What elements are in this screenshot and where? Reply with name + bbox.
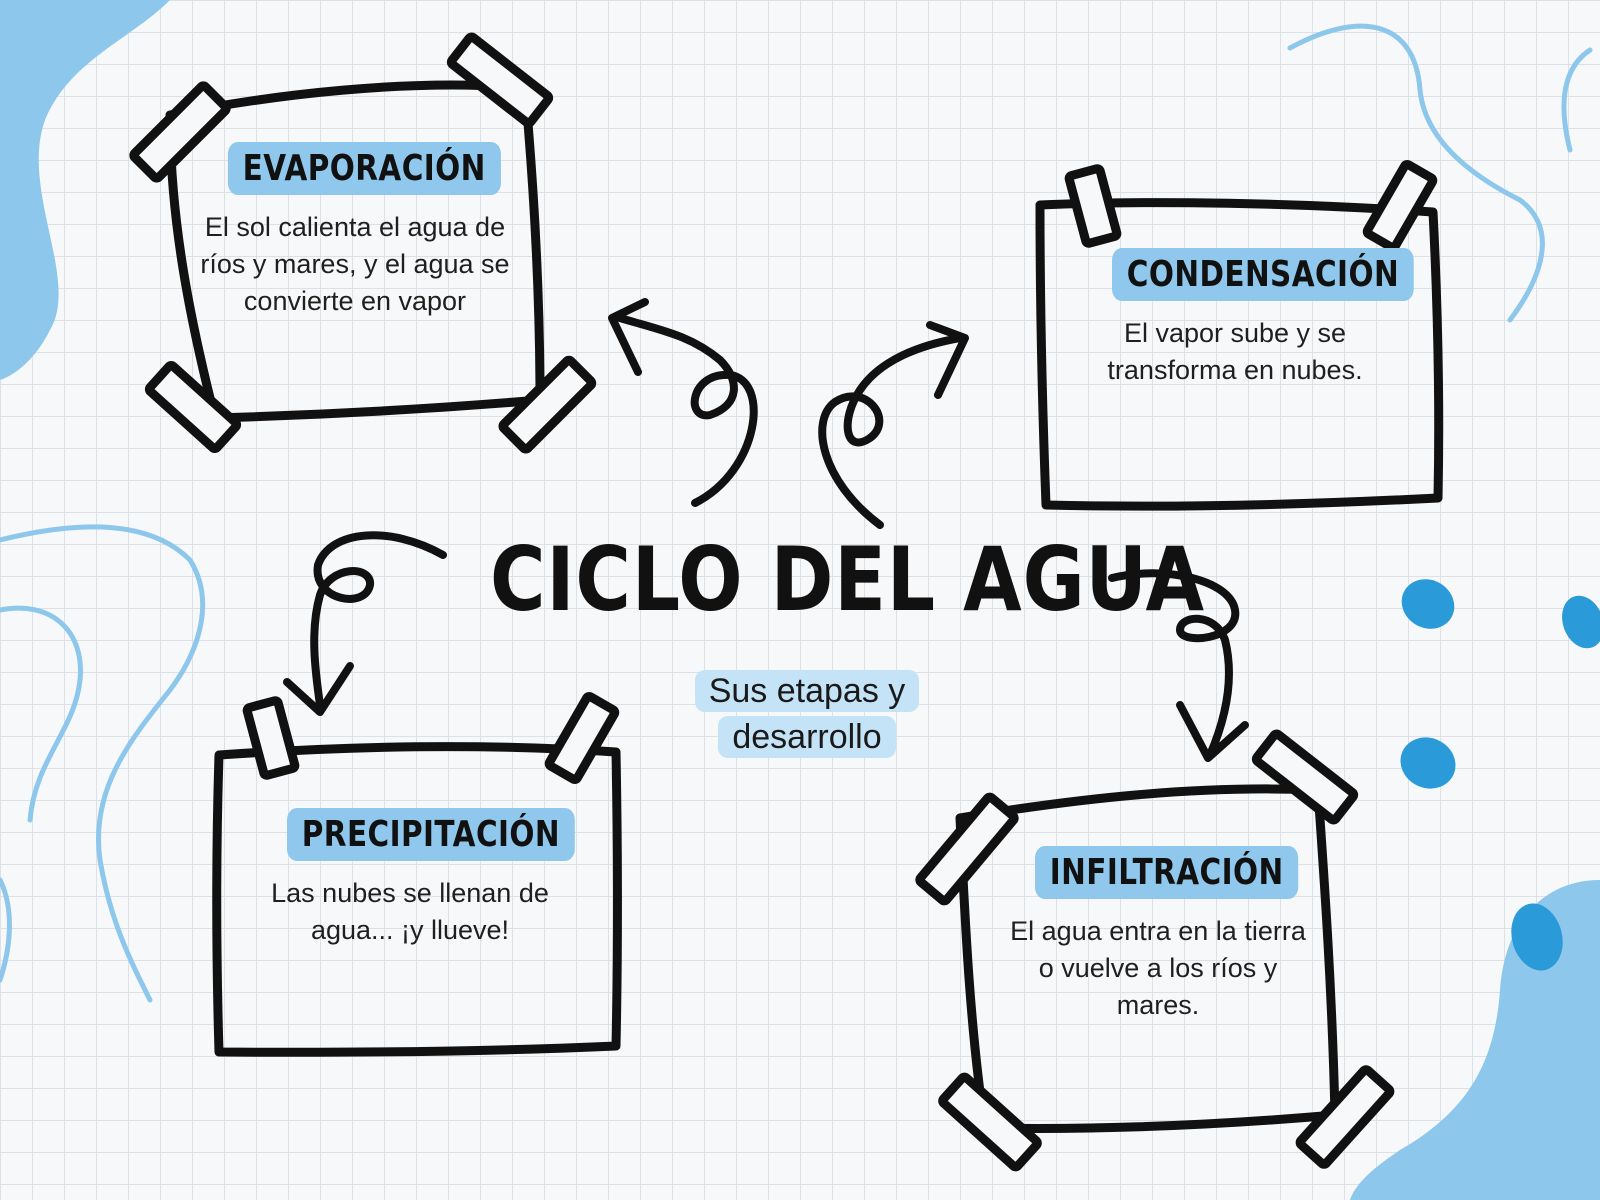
arrow-to-precipitacion: [283, 531, 447, 716]
stage-label-infiltracion: INFILTRACIÓN: [1035, 846, 1299, 899]
stage-card-precipitacion: PRECIPITACIÓN Las nubes se llenan de agu…: [260, 808, 575, 949]
main-title: CICLO DEL AGUA: [490, 528, 1205, 631]
frame-precipitacion: [212, 691, 622, 1057]
stage-text-evaporacion: El sol calienta el agua de ríos y mares,…: [200, 212, 510, 316]
water-drops: [1400, 579, 1600, 971]
stage-label-evaporacion: EVAPORACIÓN: [227, 142, 501, 195]
arrow-to-infiltracion: [1108, 569, 1249, 762]
frame-condensacion: [1035, 159, 1444, 511]
stage-card-condensacion: CONDENSACIÓN El vapor sube y se transfor…: [1085, 248, 1414, 389]
stage-text-precipitacion: Las nubes se llenan de agua... ¡y llueve…: [271, 878, 549, 945]
arrow-to-evaporacion: [608, 298, 758, 507]
stage-label-precipitacion: PRECIPITACIÓN: [287, 808, 575, 861]
subtitle: Sus etapas y desarrollo: [690, 668, 924, 760]
subtitle-text: Sus etapas y desarrollo: [694, 670, 920, 758]
frame-infiltracion: [915, 729, 1395, 1172]
frame-evaporacion: [129, 32, 597, 454]
water-drop-1: [1401, 579, 1455, 629]
bottom-right-blob: [1350, 880, 1600, 1200]
stage-text-condensacion: El vapor sube y se transforma en nubes.: [1107, 318, 1363, 385]
water-drop-2: [1562, 595, 1600, 649]
stage-card-evaporacion: EVAPORACIÓN El sol calienta el agua de r…: [200, 142, 510, 320]
top-left-blob: [0, 0, 170, 380]
water-drop-3: [1400, 737, 1456, 789]
squiggle-lines: [0, 23, 1593, 1003]
water-drop-4: [1511, 903, 1563, 971]
arrow-to-condensacion: [818, 321, 969, 529]
stage-text-infiltracion: El agua entra en la tierra o vuelve a lo…: [1010, 916, 1306, 1020]
stage-card-infiltracion: INFILTRACIÓN El agua entra en la tierra …: [1008, 846, 1308, 1024]
stage-label-condensacion: CONDENSACIÓN: [1112, 248, 1414, 301]
